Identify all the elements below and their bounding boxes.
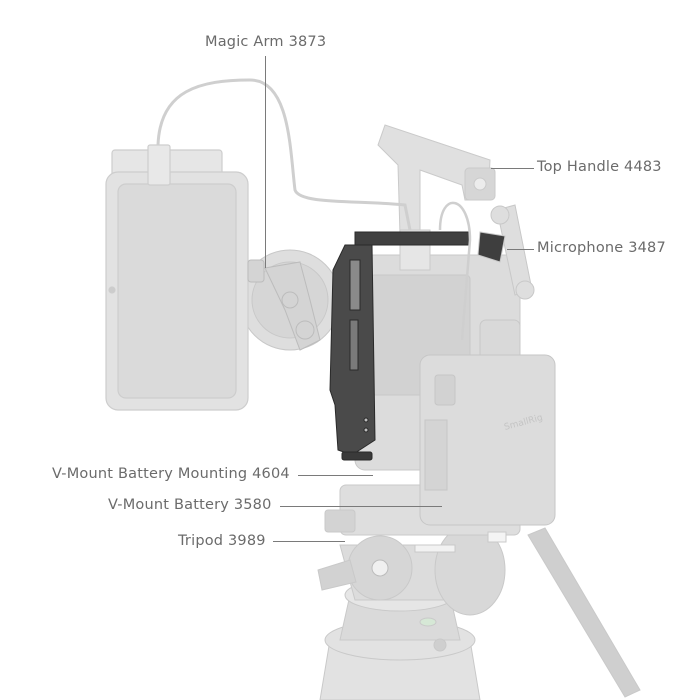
callout-vmount-battery: V-Mount Battery 3580	[108, 497, 272, 513]
magic-arm-illustration	[247, 259, 321, 351]
leader-line-tripod	[273, 541, 345, 542]
leader-line-top-handle	[491, 168, 534, 169]
cage-illustration	[329, 231, 471, 461]
monitor-illustration	[105, 144, 249, 411]
callout-vmount-battery-mounting: V-Mount Battery Mounting 4604	[52, 466, 290, 482]
leader-line-magic-arm	[265, 56, 266, 268]
leader-line-vmount-battery-mounting	[298, 475, 373, 476]
vmount-battery-illustration	[419, 354, 556, 526]
callout-magic-arm: Magic Arm 3873	[205, 34, 327, 50]
callout-microphone: Microphone 3487	[537, 240, 666, 256]
callout-tripod: Tripod 3989	[178, 533, 266, 549]
microphone-illustration	[477, 204, 535, 300]
leader-line-microphone	[507, 249, 534, 250]
top-handle-illustration	[377, 124, 496, 271]
callout-top-handle: Top Handle 4483	[537, 159, 662, 175]
leader-line-vmount-battery	[280, 506, 442, 507]
